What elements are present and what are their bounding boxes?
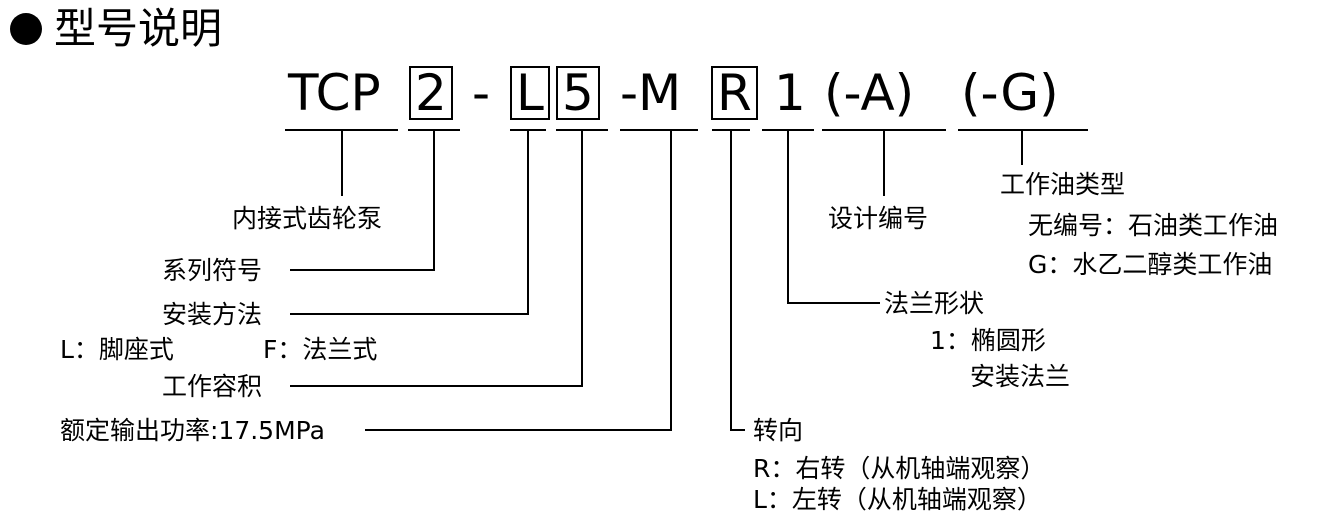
leader-mounting [290, 130, 529, 315]
label-rotation-r: R：右转（从机轴端观察） [753, 454, 1046, 483]
code-segment-series: 2 [409, 66, 453, 120]
code-segment-displacement: 5 [556, 66, 600, 120]
code-segment-flange: 1 [774, 64, 806, 122]
label-rated-pressure: 额定输出功率:17.5MPa [60, 416, 325, 445]
label-oil-type: 工作油类型 [1000, 170, 1126, 199]
code-segment-dash-1: - [472, 64, 491, 122]
label-flange-option-2: 安装法兰 [970, 362, 1071, 391]
bullet-icon [10, 13, 42, 45]
leader-series [290, 130, 435, 271]
code-segment-mounting: L [510, 66, 550, 120]
code-segment-rotation: R [711, 66, 758, 120]
code-segment-tcp: TCP [288, 64, 381, 122]
label-series-code: 系列符号 [162, 256, 263, 285]
page-title: 型号说明 [10, 8, 222, 50]
label-flange-option-1: 1：椭圆形 [930, 326, 1046, 355]
leader-pressure [365, 130, 672, 431]
leader-rotation [730, 130, 745, 431]
label-design-no: 设计编号 [828, 204, 929, 233]
label-displacement: 工作容积 [162, 372, 263, 401]
label-oil-g: G：水乙二醇类工作油 [1028, 250, 1273, 279]
label-mounting-l: L：脚座式 [60, 335, 174, 364]
leader-displacement [290, 130, 583, 387]
label-pump-type: 内接式齿轮泵 [232, 204, 383, 233]
label-rotation-l: L：左转（从机轴端观察） [753, 485, 1042, 514]
code-segment-pressure: -M [620, 64, 682, 122]
code-segment-oil: (-G) [961, 64, 1059, 122]
label-mounting: 安装方法 [162, 300, 263, 329]
label-flange: 法兰形状 [884, 289, 985, 318]
label-rotation: 转向 [753, 416, 804, 445]
label-oil-none: 无编号：石油类工作油 [1028, 211, 1279, 240]
code-segment-design: (-A) [824, 64, 915, 122]
page-title-text: 型号说明 [54, 4, 223, 53]
leader-flange [787, 130, 880, 304]
label-mounting-f: F：法兰式 [263, 335, 378, 364]
